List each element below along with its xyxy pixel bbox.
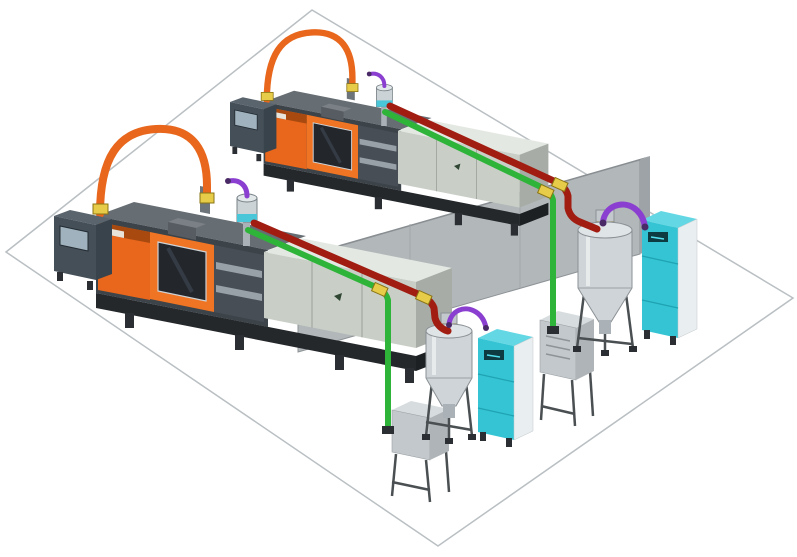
hose-cap — [641, 223, 649, 231]
hose-cap — [446, 322, 452, 328]
dryer-display — [484, 350, 504, 360]
vent-slot — [545, 344, 571, 351]
conveying-pipelines — [245, 102, 649, 434]
hose-cap — [599, 219, 607, 227]
pipe-coupler — [550, 176, 569, 193]
dryer-top — [478, 329, 533, 346]
vent-slot — [545, 353, 571, 360]
dryer-front — [642, 220, 678, 338]
accessory-box-bottom — [390, 401, 451, 503]
box-top — [392, 401, 449, 418]
purple-hose-large-hopper — [600, 201, 648, 230]
drying-hopper-large — [573, 209, 637, 356]
dryer-unit-large — [641, 211, 698, 345]
pipe-floor-foot — [547, 326, 559, 334]
pipe-coupler — [414, 289, 433, 306]
hose-cap — [483, 325, 489, 331]
pipe-coupler — [536, 183, 555, 200]
vent-slot — [545, 335, 571, 342]
dryer-top — [642, 211, 697, 228]
purple-hose-small-hopper — [446, 306, 489, 331]
dryer-unit-small — [477, 329, 534, 447]
box-side — [576, 319, 594, 380]
dryer-side — [513, 336, 534, 441]
hopper-outlet — [443, 404, 455, 418]
pipe-coupler — [370, 281, 389, 298]
box-side — [430, 409, 449, 460]
dryer-side — [677, 218, 698, 339]
pipe-floor-foot — [382, 426, 394, 434]
hopper-outlet — [599, 320, 611, 334]
dryer-display — [648, 232, 668, 242]
